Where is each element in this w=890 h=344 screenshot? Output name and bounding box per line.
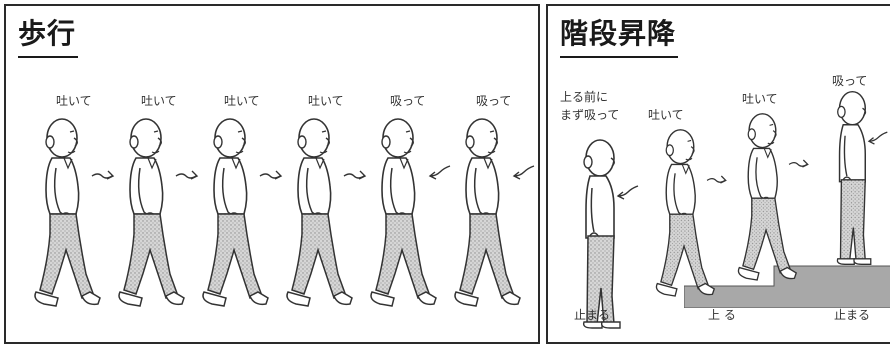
breath-label: 吐いて xyxy=(141,94,177,108)
stair-steps xyxy=(684,265,890,308)
stop-label: 止まる xyxy=(574,308,611,322)
stop-label: 止まる xyxy=(834,308,871,322)
breath-label: 吐いて xyxy=(224,94,260,108)
walking-person xyxy=(366,116,456,316)
breath-label: 吸って xyxy=(832,74,868,88)
breath-label: 吸って xyxy=(476,94,512,108)
breath-label: 吸って xyxy=(390,94,426,108)
stairs-person xyxy=(734,110,814,290)
stairs-person xyxy=(570,136,640,332)
walking-person xyxy=(198,116,288,316)
walking-panel: 歩行 吐いて 吐いて 吐いて 吐いて 吸って 吸って xyxy=(4,4,540,344)
breath-label: 吐いて xyxy=(308,94,344,108)
stairs-panel: 階段昇降 上る前に まず吸って 吐いて 吐いて 吸って 止まる 上 る 止まる xyxy=(546,4,890,344)
breath-label: 吐いて xyxy=(56,94,92,108)
breath-label: 吐いて xyxy=(742,92,778,106)
breath-label: 吐いて xyxy=(648,108,684,122)
walking-person xyxy=(450,116,540,316)
stairs-person xyxy=(652,126,732,306)
walking-person xyxy=(282,116,372,316)
stairs-person xyxy=(824,88,890,268)
climb-label: 上 る xyxy=(708,308,736,322)
stairs-title: 階段昇降 xyxy=(560,12,679,58)
walking-person xyxy=(30,116,120,316)
walking-person xyxy=(114,116,204,316)
walking-title: 歩行 xyxy=(18,12,79,58)
breath-label: 上る前に まず吸って xyxy=(560,90,620,122)
